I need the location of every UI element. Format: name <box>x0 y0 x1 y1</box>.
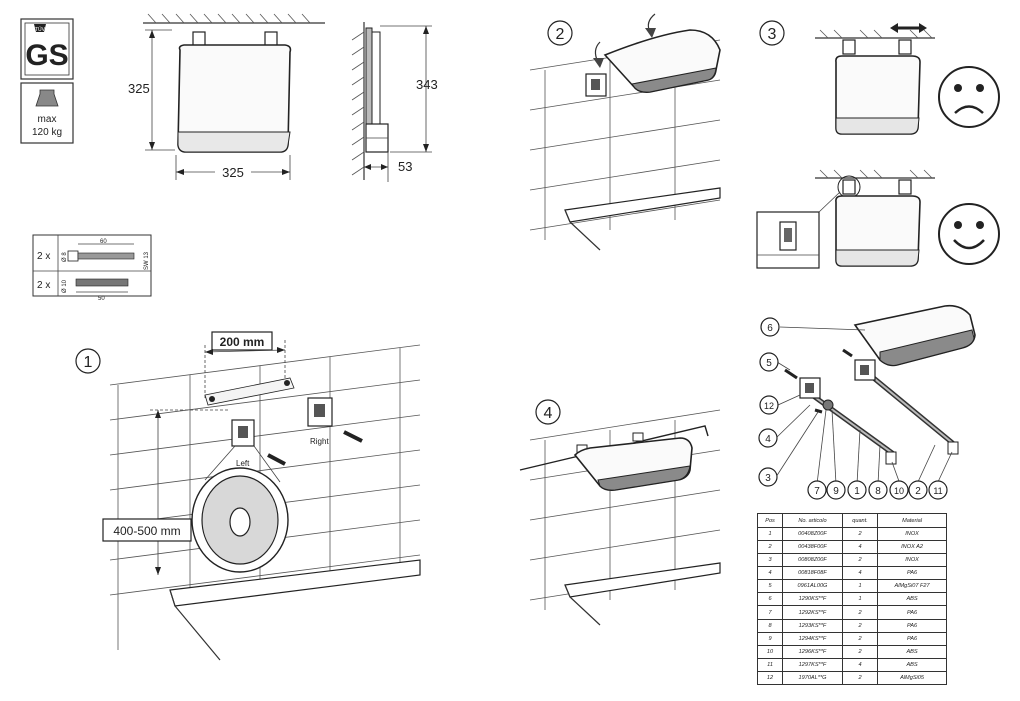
svg-text:8: 8 <box>875 486 881 497</box>
tuv-text: TÜV <box>35 26 46 33</box>
part-callout-7: 7 <box>807 480 827 500</box>
step-2-number: 2 <box>556 26 565 43</box>
mounting-height-label: 400-500 mm <box>113 524 180 538</box>
svg-text:12: 12 <box>764 401 774 411</box>
step-1-drawing: 1 200 mm <box>75 331 421 661</box>
fixing-2-length: 50 <box>98 296 105 302</box>
side-height-label: 343 <box>416 77 438 92</box>
step-3-number: 3 <box>768 26 777 43</box>
svg-text:1: 1 <box>854 486 860 497</box>
fixing-2-quantity: 2 x <box>37 280 50 291</box>
part-callout-6: 6 <box>760 317 780 337</box>
happy-face-icon <box>938 203 1000 265</box>
right-bracket-label: Right <box>310 437 329 446</box>
step-3-marker <box>759 20 785 46</box>
front-width-label: 325 <box>222 165 244 180</box>
step-1-marker <box>75 348 101 374</box>
step-4-drawing: 4 <box>519 399 721 626</box>
fixings-table: 2 x 2 x 60 Ø 8 SW 13 50 Ø 10 <box>32 234 152 302</box>
right-bracket-icon <box>307 397 333 427</box>
hole-spacing-label: 200 mm <box>220 335 265 349</box>
part-callout-1: 1 <box>847 480 867 500</box>
svg-text:7: 7 <box>814 486 820 497</box>
column-header-quantity: quant. <box>841 513 879 528</box>
svg-text:4: 4 <box>765 434 771 445</box>
exploded-parts-view: 6 5 12 4 3 7 9 1 8 10 2 11 <box>758 304 976 500</box>
part-callout-5: 5 <box>759 352 779 372</box>
step-4-number: 4 <box>544 405 553 422</box>
svg-text:10: 10 <box>894 486 904 496</box>
step-3-drawing: 3 <box>756 20 1000 269</box>
column-header-material: Material <box>877 513 947 528</box>
front-view-drawing: 325 325 <box>128 13 325 180</box>
side-view-drawing: 343 53 <box>351 22 438 182</box>
gs-text: GS <box>25 39 68 72</box>
wall-plug-icon <box>75 278 129 293</box>
screw-icon <box>67 243 135 262</box>
svg-text:11: 11 <box>933 486 942 496</box>
step-4-marker <box>535 399 561 425</box>
part-callout-11: 11 <box>928 480 948 500</box>
part-callout-12: 12 <box>759 395 779 415</box>
front-height-label: 325 <box>128 81 150 96</box>
left-bracket-icon <box>231 419 255 447</box>
svg-text:2: 2 <box>915 486 921 497</box>
fixing-1-length: 60 <box>100 239 107 245</box>
part-callout-4: 4 <box>758 428 778 448</box>
max-load-label: max <box>38 114 57 125</box>
part-callout-9: 9 <box>826 480 846 500</box>
step-2-marker <box>547 20 573 46</box>
column-header-article: No. articolo <box>782 513 843 528</box>
step-1-number: 1 <box>84 354 93 371</box>
svg-text:9: 9 <box>833 486 839 497</box>
table-header-row: Pos No. articolo quant. Material <box>756 513 947 528</box>
fixing-1-quantity: 2 x <box>37 251 50 262</box>
part-callout-2: 2 <box>908 480 928 500</box>
side-depth-label: 53 <box>398 159 412 174</box>
weight-icon <box>35 89 59 107</box>
column-header-pos: Pos <box>756 513 784 528</box>
max-load-value: 120 kg <box>32 127 62 138</box>
gs-certification-badge: TÜV GS <box>20 18 74 80</box>
fixing-1-diameter: Ø 8 <box>62 252 68 262</box>
max-load-badge: max 120 kg <box>20 82 74 144</box>
svg-text:5: 5 <box>766 358 772 369</box>
left-bracket-label: Left <box>236 459 250 468</box>
svg-text:3: 3 <box>765 473 771 484</box>
step-2-drawing: 2 <box>529 13 721 251</box>
fixing-1-spanner: SW 13 <box>144 251 150 270</box>
svg-text:6: 6 <box>767 323 773 334</box>
fixing-2-diameter: Ø 10 <box>62 279 68 293</box>
part-callout-10: 10 <box>889 480 909 500</box>
part-callout-8: 8 <box>868 480 888 500</box>
sad-face-icon <box>938 66 1000 128</box>
part-callout-3: 3 <box>758 467 778 487</box>
